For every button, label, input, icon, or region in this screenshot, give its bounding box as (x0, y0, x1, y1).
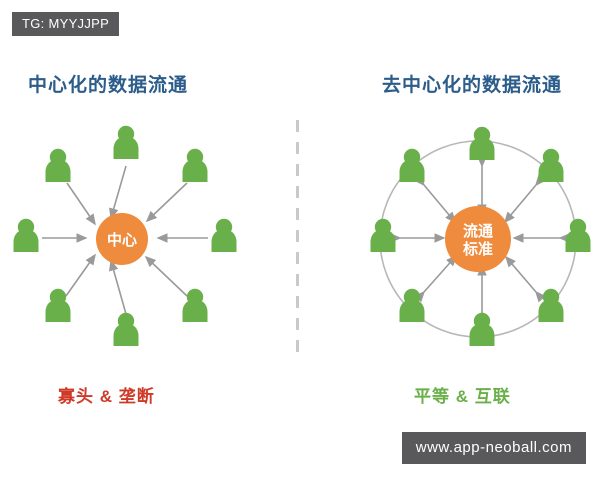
hub-label-line-1: 中心 (107, 231, 137, 249)
hub-decentralized: 流通 标准 (445, 206, 511, 272)
panel-decentralized: 流通 标准 (370, 126, 591, 346)
person-icon (113, 125, 139, 159)
panel-caption-decentralized: 平等 & 互联 (414, 387, 511, 406)
person-icon (399, 148, 425, 182)
person-icon (538, 148, 564, 182)
person-icon (370, 218, 396, 252)
person-icon (13, 218, 39, 252)
arrows-inbound (42, 165, 208, 315)
url-watermark: www.app-neoball.com (399, 430, 588, 466)
hub-label-line-2: 标准 (462, 240, 493, 258)
panel-centralized: 中心 (13, 125, 237, 346)
person-icon (211, 218, 237, 252)
hub-label-line-1: 流通 (463, 222, 493, 240)
person-icon (113, 312, 139, 346)
hub-centralized: 中心 (96, 213, 148, 265)
panel-caption-centralized: 寡头 & 垄断 (58, 387, 155, 406)
person-icon (182, 148, 208, 182)
person-icon (182, 288, 208, 322)
person-icon (469, 126, 495, 160)
person-icon (45, 148, 71, 182)
panel-title-centralized: 中心化的数据流通 (28, 75, 189, 96)
panel-divider (296, 120, 299, 360)
telegram-watermark: TG: MYYJJPP (10, 10, 122, 38)
arrows-bidirectional (390, 156, 570, 322)
person-icon (469, 312, 495, 346)
panel-title-decentralized: 去中心化的数据流通 (382, 75, 563, 96)
person-icon (565, 218, 591, 252)
person-icon (399, 288, 425, 322)
